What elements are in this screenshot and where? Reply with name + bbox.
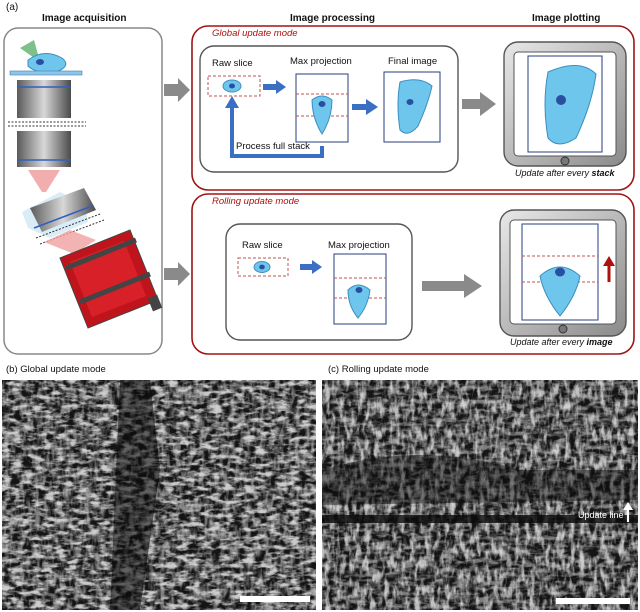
global-caption-emph: stack	[591, 168, 615, 178]
rolling-caption-emph: image	[586, 337, 613, 347]
global-caption: Update after every stack	[515, 168, 615, 178]
rolling-scale-bar	[556, 598, 630, 604]
global-caption-prefix: Update after every	[515, 168, 592, 178]
panel-c-label: (c) Rolling update mode	[328, 364, 429, 375]
panel-a-label: (a)	[6, 2, 19, 13]
max-to-final-arrow	[352, 99, 378, 115]
rolling-caption: Update after every image	[510, 337, 613, 347]
global-update-micrograph	[2, 380, 316, 610]
global-scale-bar	[240, 596, 310, 602]
to-rolling-plot-arrow	[422, 274, 482, 298]
rolling-update-micrograph	[322, 380, 638, 610]
update-line-label: Update line	[578, 510, 624, 520]
acquisition-header: Image acquisition	[42, 13, 127, 24]
process-loop-arrow	[230, 104, 324, 158]
rolling-raw-to-max-arrow	[300, 260, 322, 274]
rolling-caption-prefix: Update after every	[510, 337, 587, 347]
to-global-arrow	[164, 78, 190, 102]
raw-to-max-arrow	[263, 80, 286, 94]
global-raw-slice-label: Raw slice	[212, 58, 253, 69]
microscope-icon	[8, 40, 163, 329]
rolling-mode-title: Rolling update mode	[212, 196, 300, 207]
panel-b-label: (b) Global update mode	[6, 364, 106, 375]
global-mode-title: Global update mode	[212, 28, 298, 39]
rolling-raw-slice-label: Raw slice	[242, 240, 283, 251]
rolling-max-projection-label: Max projection	[328, 240, 390, 251]
process-full-stack-label: Process full stack	[236, 141, 310, 152]
global-max-projection-label: Max projection	[290, 56, 352, 67]
to-rolling-arrow	[164, 262, 190, 286]
processing-header: Image processing	[290, 13, 376, 24]
global-final-image-label: Final image	[388, 56, 438, 67]
plotting-header: Image plotting	[532, 13, 601, 24]
schematic-diagram	[3, 25, 635, 355]
to-global-plot-arrow	[462, 92, 496, 116]
